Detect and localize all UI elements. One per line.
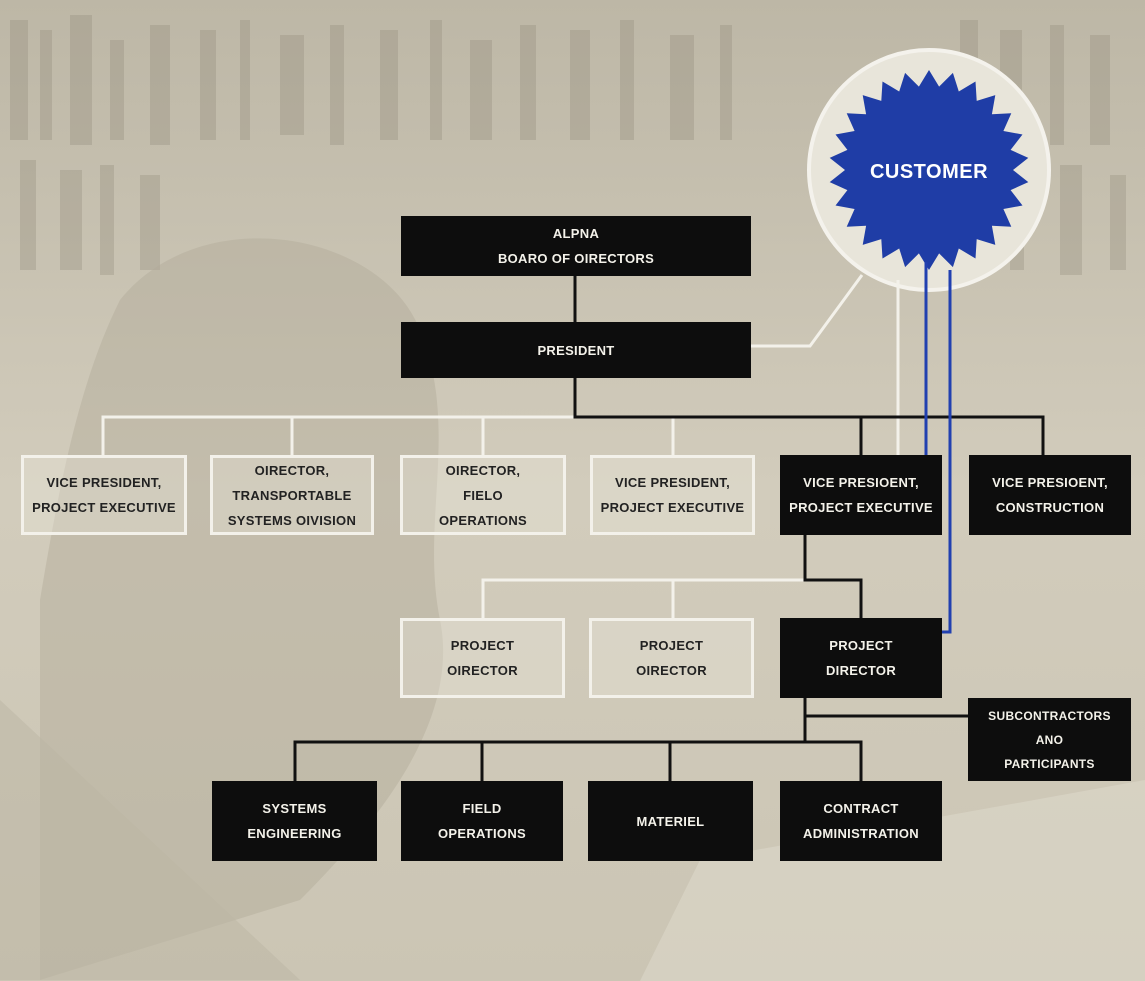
customer-links <box>924 262 952 634</box>
solid-connectors <box>293 276 1045 781</box>
box-line: VICE PRESIDENT, <box>614 475 731 490</box>
box-line: SYSTEMS OIVISION <box>227 512 357 528</box>
project-director-box-active: PROJECT DIRECTOR <box>780 618 942 698</box>
box-line: PRESIDENT <box>537 342 615 358</box>
box-line: OIRECTOR <box>636 663 707 678</box>
contract-administration-box: CONTRACT ADMINISTRATION <box>780 781 942 861</box>
box-line: VICE PRESIDENT, <box>46 475 162 490</box>
project-director-box: PROJECT OIRECTOR <box>589 618 754 698</box>
board-of-directors-box: ALPNA BOARO OF OIRECTORS <box>401 216 751 276</box>
box-line: OIRECTOR, <box>445 462 521 478</box>
box-line: PARTICIPANTS <box>1004 756 1095 771</box>
project-director-box: PROJECT OIRECTOR <box>400 618 565 698</box>
subcontractors-box: SUBCONTRACTORS ANO PARTICIPANTS <box>968 698 1131 781</box>
box-line: PROJECT EXECUTIVE <box>32 500 176 515</box>
box-line: TRANSPORTABLE <box>232 487 352 503</box>
box-line: FIELO <box>463 487 503 503</box>
box-line: CONTRACT <box>823 801 899 816</box>
vp-project-executive-box: VICE PRESIDENT, PROJECT EXECUTIVE <box>590 455 755 535</box>
vp-construction-box: VICE PRESIOENT, CONSTRUCTION <box>969 455 1131 535</box>
box-line: PROJECT <box>829 638 893 653</box>
box-line: ALPNA <box>552 226 600 241</box>
field-operations-box: FIELD OPERATIONS <box>401 781 563 861</box>
box-line: MATERIEL <box>636 813 705 829</box>
president-box: PRESIDENT <box>401 322 751 378</box>
customer-label: CUSTOMER <box>869 161 989 183</box>
director-field-operations-box: OIRECTOR, FIELO OPERATIONS <box>400 455 566 535</box>
box-line: FIELD <box>462 801 502 816</box>
box-line: PROJECT EXECUTIVE <box>789 500 933 515</box>
box-line: OPERATIONS <box>438 826 526 841</box>
box-line: ENGINEERING <box>247 826 342 841</box>
box-line: PROJECT <box>450 638 515 653</box>
customer-seal <box>829 70 1029 270</box>
box-line: CONSTRUCTION <box>995 500 1105 515</box>
systems-engineering-box: SYSTEMS ENGINEERING <box>212 781 377 861</box>
materiel-box: MATERIEL <box>588 781 753 861</box>
box-line: PROJECT <box>639 638 704 653</box>
vp-project-executive-box: VICE PRESIDENT, PROJECT EXECUTIVE <box>21 455 187 535</box>
box-line: OIRECTOR <box>447 663 518 678</box>
box-line: ANO <box>1035 732 1064 747</box>
box-line: SUBCONTRACTORS <box>988 708 1111 723</box>
director-transportable-box: OIRECTOR, TRANSPORTABLE SYSTEMS OIVISION <box>210 455 374 535</box>
vp-project-executive-box-active: VICE PRESIOENT, PROJECT EXECUTIVE <box>780 455 942 535</box>
box-line: ADMINISTRATION <box>803 826 919 841</box>
box-line: OPERATIONS <box>439 512 527 528</box>
box-line: BOARO OF OIRECTORS <box>497 251 655 266</box>
box-line: OIRECTOR, <box>254 462 330 478</box>
box-line: DIRECTOR <box>825 663 897 678</box>
box-line: SYSTEMS <box>262 801 327 816</box>
box-line: PROJECT EXECUTIVE <box>600 500 745 515</box>
box-line: VICE PRESIOENT, <box>992 475 1108 490</box>
box-line: VICE PRESIOENT, <box>803 475 919 490</box>
